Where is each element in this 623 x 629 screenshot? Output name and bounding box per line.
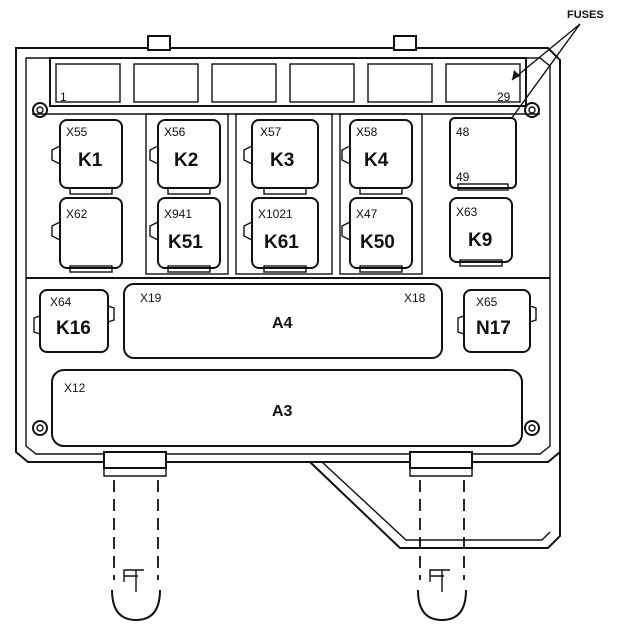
relay-k3: X57 K3 [243,119,319,195]
top-lug-right [393,35,417,51]
fuse-slot [133,63,199,103]
relay-k61: X1021 K61 [243,197,319,273]
relay-k50: X47 K50 [341,197,413,273]
relay-bay [235,113,333,275]
fuse-block-48-49: 48 49 [449,117,517,191]
fuse-slot [367,63,433,103]
fuse-slot [55,63,121,103]
relay-label: K16 [56,318,91,339]
relay-connector-label: X47 [356,207,378,221]
relay-label: K51 [168,232,203,253]
housing-inner-rim [25,57,551,455]
relay-label: K2 [174,150,198,171]
fuse-slot [289,63,355,103]
fuse-number-last: 29 [497,90,511,104]
fuse-number-top: 48 [456,125,470,139]
callout-leader [511,23,581,81]
mounting-bracket-right [409,451,473,622]
fuse-slot [211,63,277,103]
relay-connector-label: X56 [164,125,186,139]
relay-connector-label: X55 [66,125,88,139]
relay-bay [145,113,229,275]
relay-connector-label: X62 [66,207,88,221]
relay-k16: X64 K16 [33,289,115,353]
relay-label: K3 [270,150,294,171]
module-label: N17 [476,318,511,339]
fuse-number-bottom: 49 [456,170,470,184]
module-label: A4 [272,315,293,332]
relay-label: K9 [468,230,492,251]
top-lug-left [147,35,171,51]
module-connector-label: X65 [476,295,498,309]
screw-icon [32,102,48,118]
fuse-strip [49,57,527,107]
module-label: A3 [272,403,293,420]
relay-k2: X56 K2 [149,119,221,195]
relay-connector-label: X57 [260,125,282,139]
relay-k4: X58 K4 [341,119,413,195]
screw-icon [524,102,540,118]
relay-label: K61 [264,232,299,253]
relay-label: K4 [364,150,389,171]
housing-outline [15,47,561,463]
relay-label: K50 [360,232,395,253]
module-n17: X65 N17 [457,289,537,353]
relay-k1: X55 K1 [51,119,123,195]
module-connector-right: X18 [404,291,426,305]
module-connector-label: X12 [64,381,86,395]
module-a3: X12 A3 [51,369,523,447]
relay-connector-label: X941 [164,207,192,221]
relay-connector-label: X64 [50,295,72,309]
relay-connector-label: X63 [456,205,478,219]
arrowhead-icon [512,70,520,80]
fuse-slot [445,63,521,103]
fuses-callout-label: FUSES [567,9,604,21]
housing-extension [309,452,561,549]
module-a4: X19 X18 A4 [123,283,443,359]
relay-bay [339,113,423,275]
fuse-number-first: 1 [60,90,67,104]
relay-connector-label: X1021 [258,207,293,221]
relay-k51: X941 K51 [149,197,221,273]
mounting-bracket-left [103,451,167,622]
relay-connector-label: X58 [356,125,378,139]
module-connector-left: X19 [140,291,162,305]
screw-icon [32,420,48,436]
screw-icon [524,420,540,436]
housing-extension-inner [321,461,551,541]
relay-k9: X63 K9 [449,197,513,267]
relay-label: K1 [78,150,103,171]
relay-x62: X62 [51,197,123,273]
